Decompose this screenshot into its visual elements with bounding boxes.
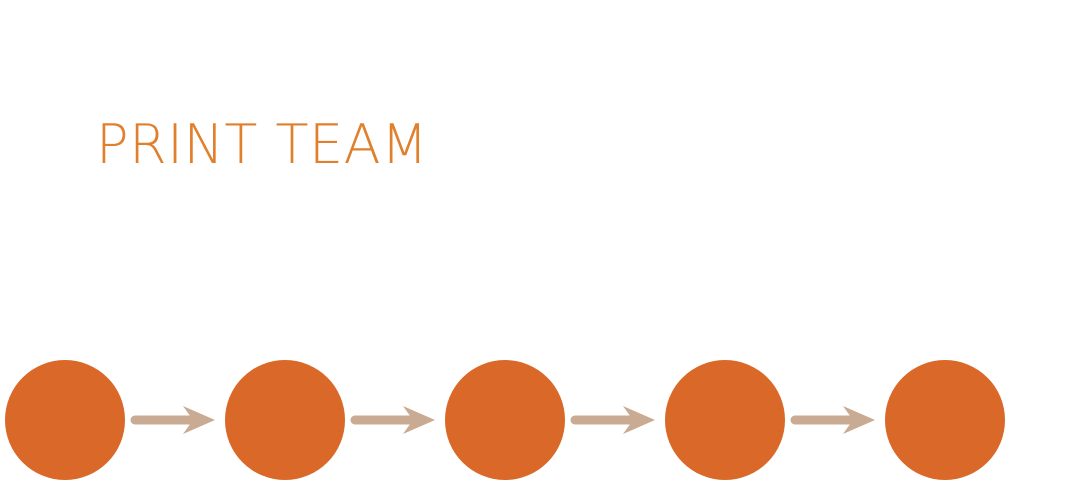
- flow-node-1: [5, 360, 125, 480]
- flow-node-2: [225, 360, 345, 480]
- flow-arrow-2: [350, 406, 435, 434]
- flow-node-5: [885, 360, 1005, 480]
- flow-arrow-4: [790, 406, 875, 434]
- flow-arrow-3: [570, 406, 655, 434]
- flow-arrow-1: [130, 406, 215, 434]
- flow-node-4: [665, 360, 785, 480]
- flow-node-3: [445, 360, 565, 480]
- diagram-title: PRINT TEAM: [96, 113, 429, 176]
